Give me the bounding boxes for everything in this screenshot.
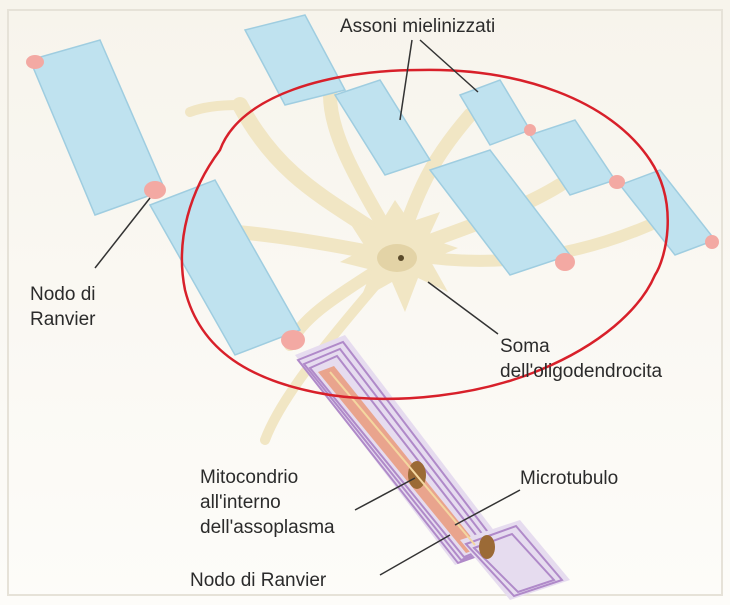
label-soma-2: dell'oligodendrocita: [500, 361, 663, 382]
label-mitochondrion-2: all'interno: [200, 492, 281, 513]
nucleolus: [398, 255, 404, 261]
label-node-ranvier-left-2: Ranvier: [30, 309, 96, 330]
nucleus: [377, 244, 417, 272]
label-mitochondrion-1: Mitocondrio: [200, 467, 298, 488]
label-node-ranvier-left-1: Nodo di: [30, 284, 96, 305]
mitochondrion-2: [479, 535, 495, 559]
label-mitochondrion-3: dell'assoplasma: [200, 517, 335, 538]
label-myelinated-axons: Assoni mielinizzati: [340, 16, 495, 37]
label-soma-1: Soma: [500, 336, 550, 357]
label-node-ranvier-bottom: Nodo di Ranvier: [190, 570, 327, 591]
label-microtubule: Microtubulo: [520, 468, 618, 489]
